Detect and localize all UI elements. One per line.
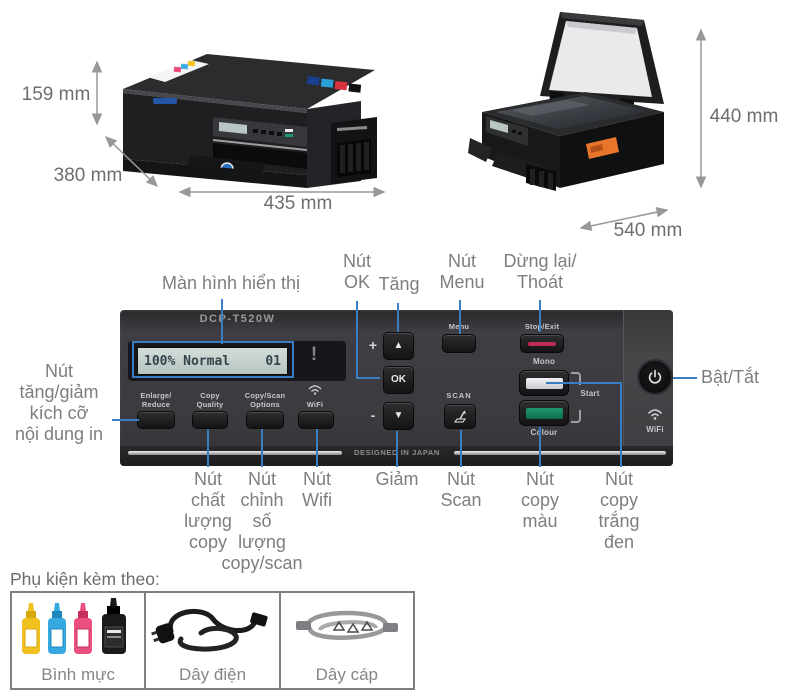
ink-bottle-magenta [74,603,93,654]
printer-control-panel: DCP-T520W 100% Normal 01 ! Enlarge/ Redu… [120,310,673,466]
lcd-screen: 100% Normal 01 [137,347,288,375]
copy-scan-options-button [246,411,284,429]
callout-copy-colour: Nút copy màu [520,469,560,531]
open-height-label: 440 mm [709,106,779,127]
start-bracket-top [571,372,581,385]
up-arrow-button: ▲ [383,332,414,360]
designed-in-japan-text: DESIGNED IN JAPAN [354,448,440,457]
copy-quality-button [192,411,228,429]
front-depth-label: 380 mm [53,165,123,186]
power-icon [648,369,662,384]
mono-start-button [519,370,569,396]
lcd-text: 100% Normal [144,353,231,369]
strip-silver-right [454,451,666,455]
callout-copy-mono: Nút copy trắng đen [598,469,640,552]
colour-button-bar [525,407,563,419]
accessories-table: Bình mực Dây điện [10,591,415,690]
lcd-page-count: 01 [265,353,281,369]
callout-menu-button: Nút Menu [439,251,485,292]
lcd-highlight-box [132,341,294,378]
stop-exit-button [520,334,564,353]
minus-sign: - [370,407,376,423]
power-plug [151,623,175,644]
warning-icon: ! [310,344,318,365]
callout-stop-exit: Dừng lại/ Thoát [503,251,577,292]
ink-bottles-image [22,598,127,654]
accessory-ink-bottles: Bình mực [12,593,147,688]
printer-front-view-image [123,54,377,188]
callout-wifi-button: Nút Wifi [302,469,332,510]
wifi-indicator-text: WiFi [646,425,664,434]
power-button [637,359,673,395]
accessory-label: Bình mực [41,665,116,684]
ink-bottle-cyan [48,603,67,654]
down-arrow-button: ▼ [383,402,414,430]
callout-display: Màn hình hiển thị [161,273,301,293]
printer-open-view-image [468,12,664,191]
strip-silver-left [128,451,342,455]
wifi-button-label: WiFi [280,382,350,409]
up-arrow-icon: ▲ [393,340,404,351]
usb-cable-drawing [295,610,398,640]
ink-bottle-yellow [22,603,41,654]
power-cable-image [151,608,269,652]
front-width-label: 435 mm [263,193,333,214]
wifi-indicator-icon [647,409,663,420]
wifi-icon [308,385,322,395]
colour-start-button [519,400,569,426]
callout-ok-button: Nút OK [342,251,371,292]
printer-open-body [468,12,664,191]
usb-cable-image [295,610,398,640]
callout-decrease: Giảm [375,469,419,489]
scan-icon [453,410,466,423]
accessory-power-cable: Dây điện [146,593,281,688]
callout-increase: Tăng [378,274,420,294]
mono-button-bar [525,377,563,389]
front-height-label: 159 mm [21,84,91,105]
copy-scan-options-label: Copy/Scan Options [244,391,286,409]
accessory-label: Dây cáp [315,665,378,684]
callout-copy-quality: Nút chất lượng copy [184,469,232,552]
callout-power: Bật/Tắt [701,367,760,387]
callout-scan-button: Nút Scan [440,469,482,510]
stop-exit-label: Stop/Exit [524,322,560,331]
ok-button: OK [383,366,414,394]
start-bracket-bottom [571,410,581,423]
printer-front-body [123,54,377,188]
accessory-usb-cable: Dây cáp [281,593,413,688]
down-arrow-icon: ▼ [393,410,404,421]
accessory-label: Dây điện [178,665,247,684]
stop-exit-red-bar [528,341,556,346]
open-depth-label: 540 mm [613,220,683,241]
ok-button-text: OK [391,374,406,385]
menu-button [442,334,476,353]
power-cable-drawing [151,608,269,652]
model-name: DCP-T520W [199,313,276,325]
accessories-title: Phụ kiện kèm theo: [10,569,160,589]
colour-label: Colour [530,428,558,437]
mono-label: Mono [532,357,556,366]
copy-quality-label: Copy Quality [196,391,224,409]
callout-copy-scan-options: Nút chỉnh số lượng copy/scan [221,469,303,573]
plus-sign: + [368,337,378,353]
enlarge-reduce-label: Enlarge/ Reduce [140,391,172,409]
start-label: Start [580,389,600,398]
ink-bottle-black [102,598,127,654]
scan-button [444,404,476,429]
wifi-button-text: WiFi [306,400,324,409]
scan-label: SCAN [446,391,472,400]
enlarge-reduce-button [137,411,175,429]
wifi-button [298,411,334,429]
wifi-indicator: WiFi [636,407,674,434]
menu-label: Menu [448,322,470,331]
callout-enlarge-reduce: Nút tăng/giảm kích cỡ nội dung in [14,361,104,444]
